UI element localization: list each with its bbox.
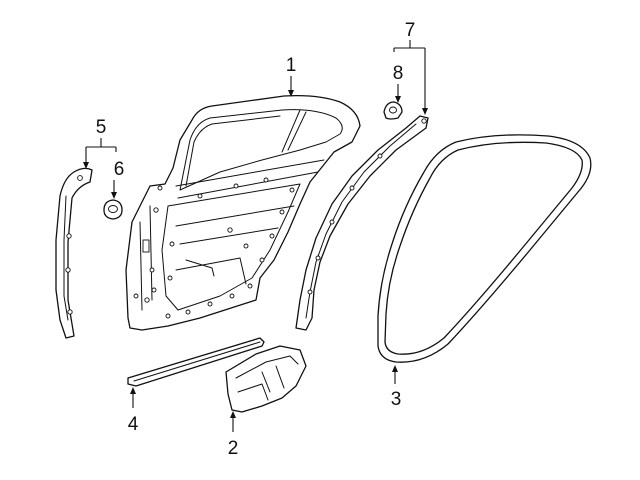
pillar-seal-clip-part	[383, 101, 403, 120]
callout-1: 1	[286, 55, 297, 76]
pillar-seal-part	[295, 115, 429, 331]
callout-5: 5	[96, 117, 107, 138]
lower-seal-strip-part	[127, 337, 265, 387]
door-shell-part	[125, 94, 361, 331]
callout-2: 2	[228, 438, 239, 459]
callout-6: 6	[114, 159, 125, 180]
callout-4: 4	[128, 414, 139, 435]
sill-cover-part	[225, 345, 307, 413]
callout-8: 8	[393, 63, 404, 84]
front-edge-seal-part	[55, 167, 93, 339]
front-seal-clip-part	[103, 199, 123, 220]
door-weatherstrip-part	[377, 134, 592, 363]
callout-7: 7	[405, 20, 416, 41]
callout-3: 3	[391, 389, 402, 410]
leader-lines	[83, 40, 428, 432]
